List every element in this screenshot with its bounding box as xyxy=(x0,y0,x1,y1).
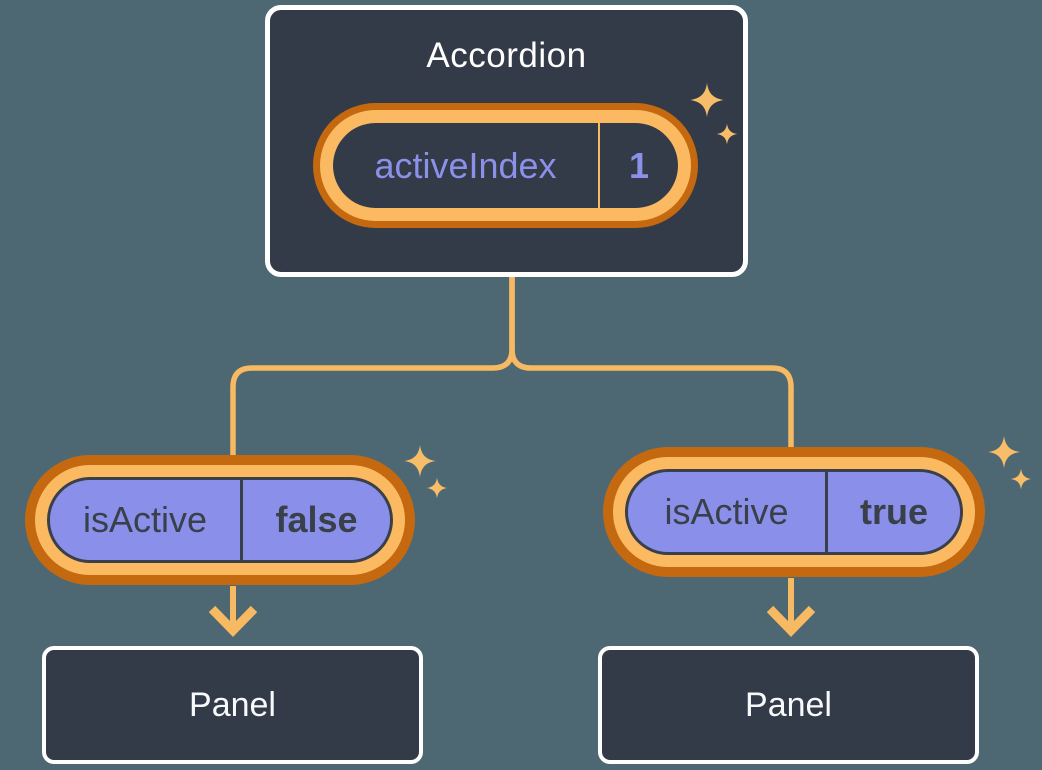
state-pill-left: isActive false xyxy=(47,477,393,563)
sparkle-icon-large xyxy=(987,435,1021,469)
sparkle-icon-small xyxy=(1010,468,1032,490)
accordion-card-title: Accordion xyxy=(426,36,587,75)
panel-left-title: Panel xyxy=(189,685,276,724)
state-pill-left-label: isActive xyxy=(82,499,208,540)
pill-divider xyxy=(598,123,600,208)
state-pill-accordion-value: 1 xyxy=(628,144,650,186)
panel-left: Panel xyxy=(42,646,423,764)
tree-connector-left xyxy=(230,276,515,458)
panel-right: Panel xyxy=(598,646,979,764)
pill-divider xyxy=(825,472,828,552)
pill-divider xyxy=(240,480,243,560)
arrow-right-head xyxy=(766,605,816,637)
state-pill-left-value: false xyxy=(275,499,358,540)
state-pill-right-label: isActive xyxy=(664,491,789,532)
state-pill-accordion-label: activeIndex xyxy=(374,144,557,186)
state-pill-right-value: true xyxy=(859,491,928,532)
panel-right-title: Panel xyxy=(745,685,832,724)
arrow-left-head xyxy=(208,605,258,637)
sparkle-icon-small xyxy=(426,477,448,499)
tree-connector-right xyxy=(509,276,794,450)
sparkle-icon-large xyxy=(403,444,437,478)
state-pill-accordion: activeIndex 1 xyxy=(333,123,678,208)
state-pill-right: isActive true xyxy=(625,469,963,555)
